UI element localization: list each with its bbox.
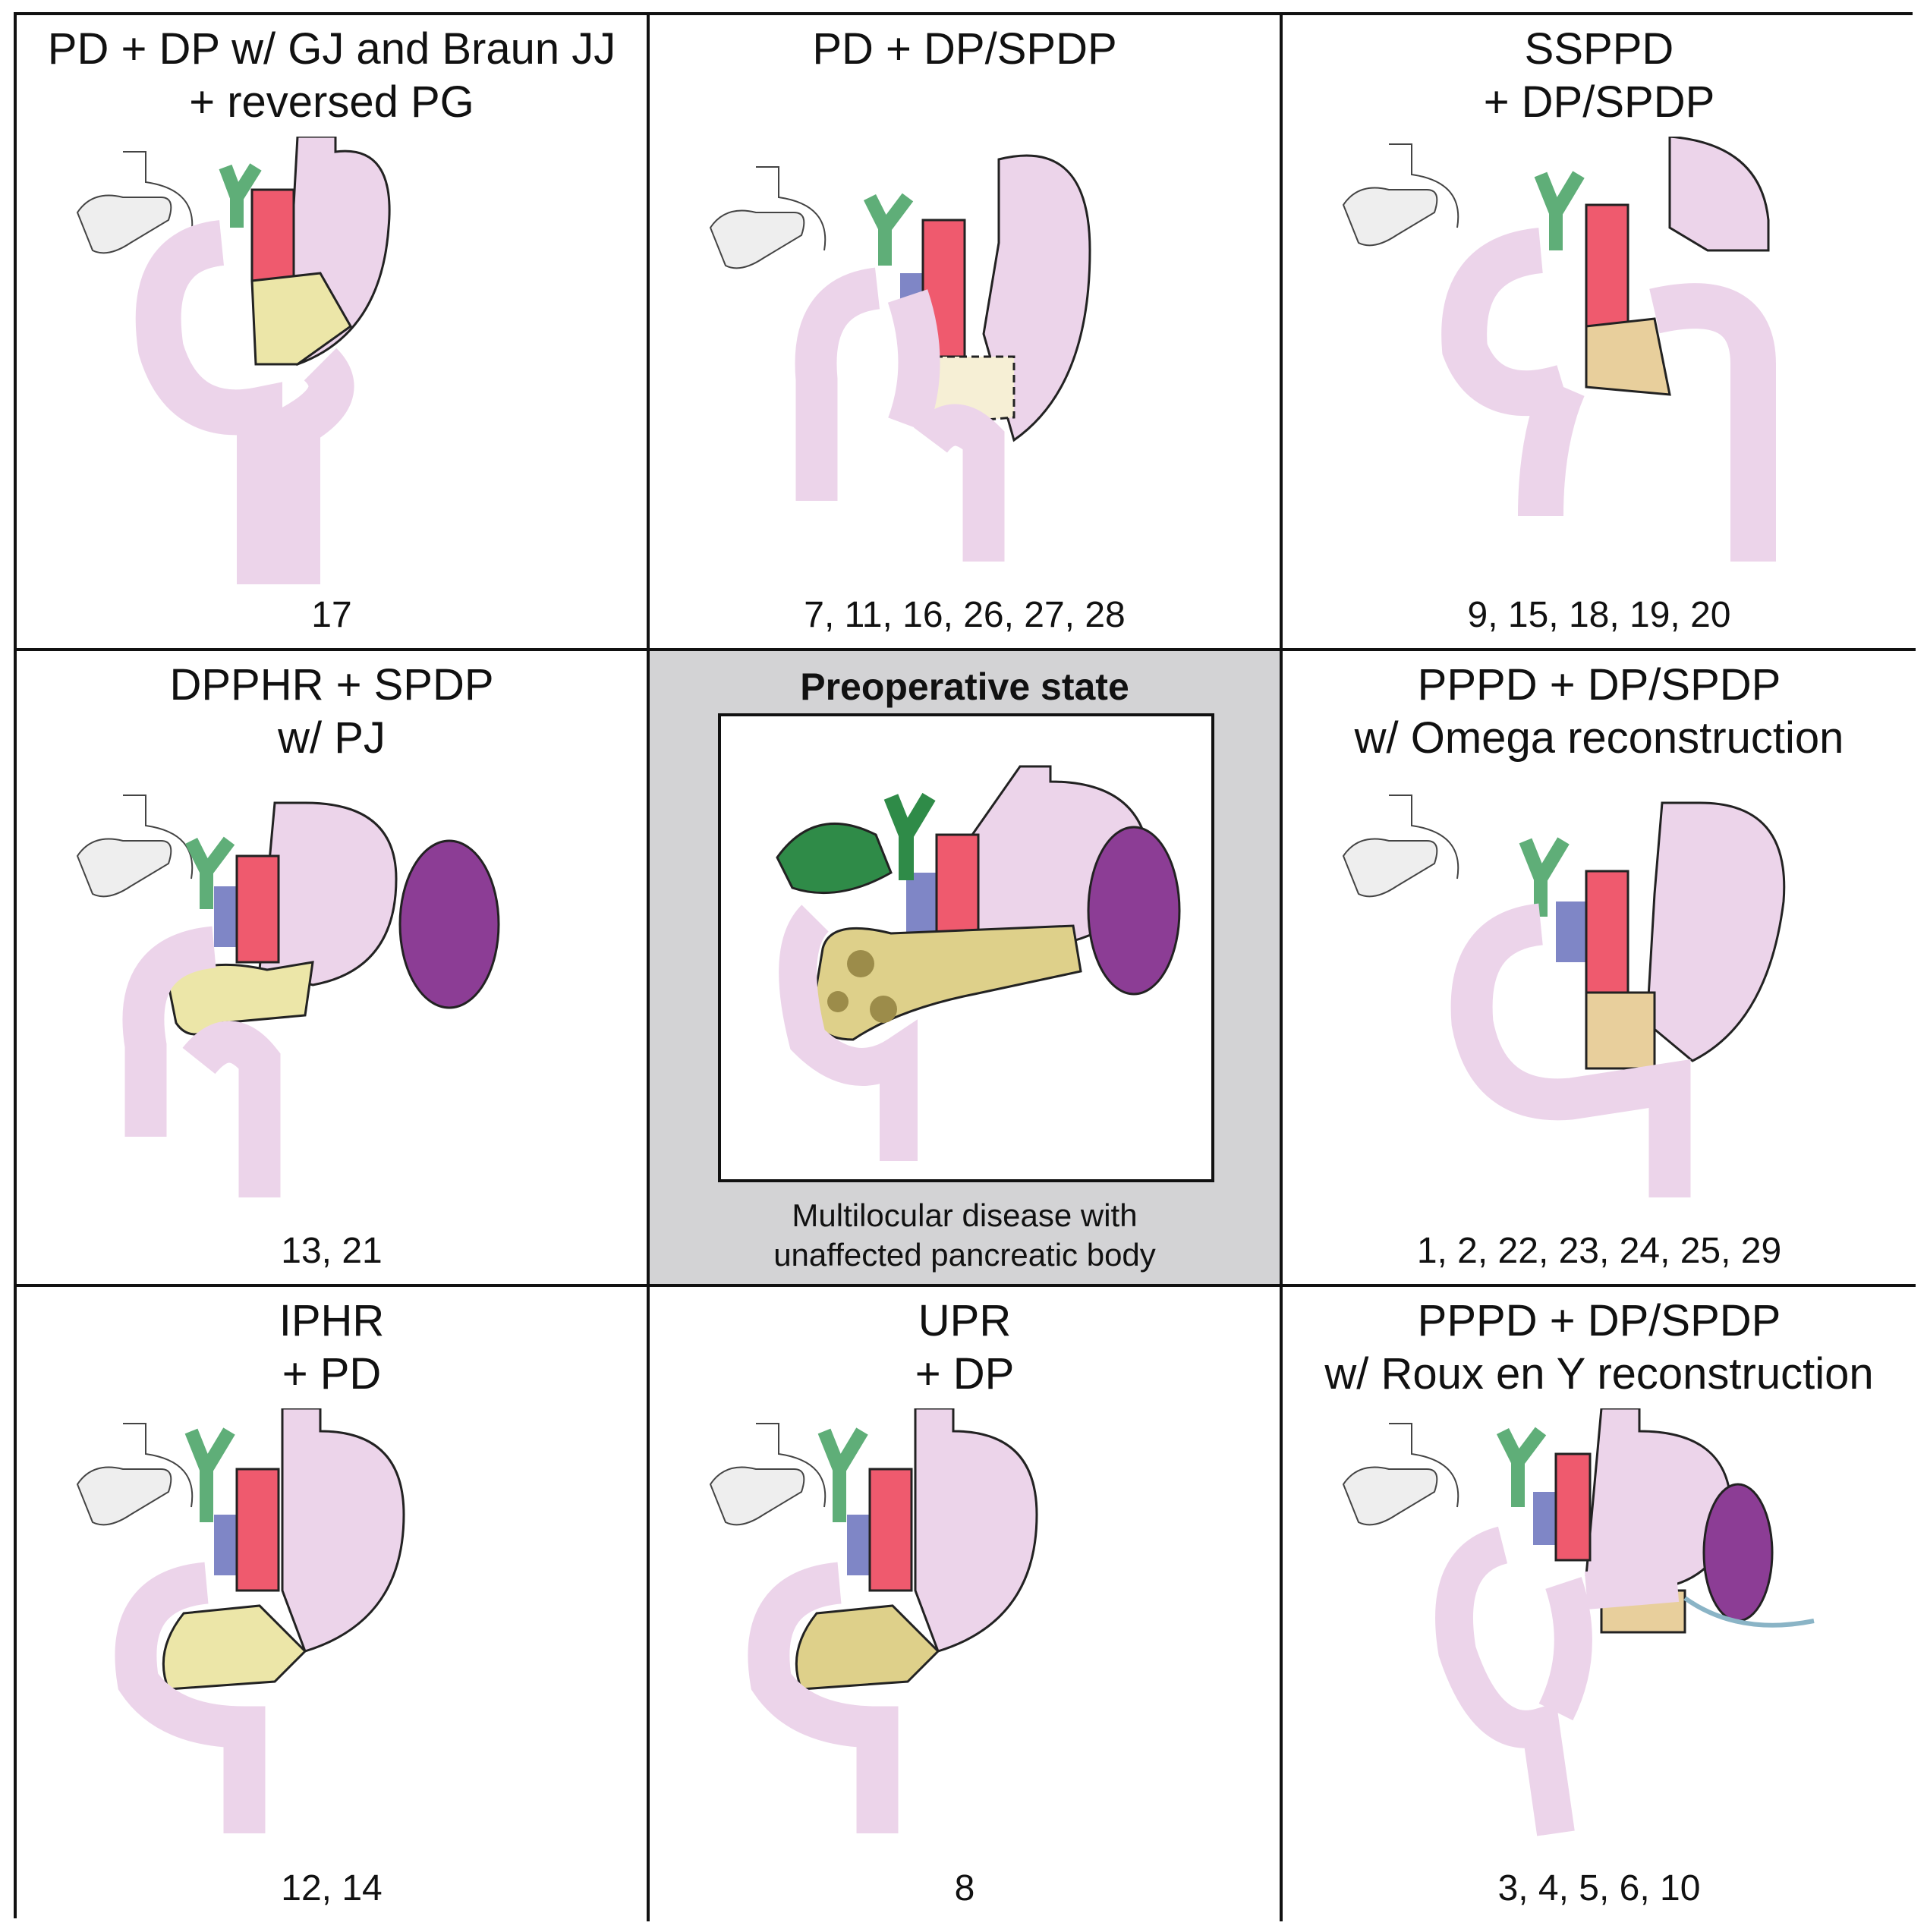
- lesion-shape: [827, 991, 849, 1012]
- anatomy-illustration: [76, 795, 500, 1197]
- aorta-shape: [1554, 1452, 1592, 1562]
- panel-preoperative-state: Preoperative state Multilocular disease …: [650, 651, 1283, 1287]
- anatomy-illustration: [1342, 795, 1786, 1197]
- panel-title: Preoperative state: [800, 666, 1129, 708]
- anatomy-illustration: [776, 765, 1181, 1161]
- anatomy-illustration: [76, 1408, 405, 1833]
- lesion-shape: [870, 996, 897, 1023]
- intestine-shape: [1450, 903, 1691, 1197]
- outline-pancreas-icon: [1342, 795, 1459, 898]
- pancreas-shape: [250, 272, 352, 366]
- bile-duct-shape: [219, 163, 262, 228]
- outline-pancreas-icon: [709, 166, 827, 269]
- panel-pd-dp-spdp: PD + DP/SPDP 7, 11, 16, 26, 27, 28: [650, 15, 1283, 651]
- vein-shape: [1556, 901, 1586, 962]
- panel-pppd-roux-en-y: PPPD + DP/SPDP w/ Roux en Y reconstructi…: [1283, 1287, 1916, 1921]
- outline-pancreas-icon: [709, 1423, 827, 1526]
- reference-numbers: 13, 21: [281, 1231, 383, 1271]
- bile-duct-shape: [1534, 171, 1585, 250]
- bile-duct-shape: [1519, 837, 1570, 917]
- aorta-shape: [1585, 870, 1629, 994]
- intestine-shape: [115, 1562, 266, 1833]
- aorta-shape: [250, 188, 295, 282]
- bile-duct-shape: [863, 193, 914, 266]
- bile-duct-shape: [883, 792, 936, 880]
- reference-numbers: 1, 2, 22, 23, 24, 25, 29: [1416, 1231, 1782, 1271]
- lesion-shape: [847, 950, 874, 977]
- procedure-grid: PD + DP w/ GJ and Braun JJ + reversed PG…: [14, 12, 1916, 1921]
- panel-title: PPPD + DP/SPDP w/ Omega reconstruction: [1354, 660, 1844, 763]
- spleen-shape: [1702, 1483, 1774, 1622]
- aorta-shape: [935, 833, 980, 942]
- panel-title: DPPHR + SPDP w/ PJ: [169, 660, 494, 763]
- preoperative-frame: [718, 713, 1214, 1182]
- spleen-shape: [398, 839, 500, 1009]
- anatomy-illustration: [1342, 137, 1776, 562]
- panel-title: PPPD + DP/SPDP w/ Roux en Y reconstructi…: [1324, 1296, 1874, 1399]
- aorta-shape: [868, 1468, 913, 1592]
- panel-title: SSPPD + DP/SPDP: [1483, 24, 1715, 127]
- vein-shape: [906, 873, 937, 933]
- stomach-shape: [1668, 137, 1770, 252]
- intestine-shape: [1441, 228, 1776, 562]
- reference-numbers: 17: [311, 595, 352, 635]
- stomach-shape: [1645, 801, 1786, 1062]
- panel-title: IPHR + PD: [279, 1296, 385, 1399]
- reference-numbers: 3, 4, 5, 6, 10: [1497, 1868, 1701, 1908]
- pancreas-shape: [813, 924, 1082, 1041]
- outline-pancreas-icon: [1342, 143, 1459, 247]
- panel-pppd-omega: PPPD + DP/SPDP w/ Omega reconstruction 1…: [1283, 651, 1916, 1287]
- anatomy-illustration: [709, 1408, 1038, 1833]
- aorta-shape: [235, 1468, 280, 1592]
- intestine-shape: [779, 905, 918, 1161]
- reference-numbers: 8: [954, 1868, 975, 1908]
- panel-upr-dp: UPR + DP 8: [650, 1287, 1283, 1921]
- stomach-shape: [258, 801, 398, 986]
- panel-title: PD + DP w/ GJ and Braun JJ + reversed PG: [47, 24, 616, 127]
- aorta-shape: [1585, 203, 1629, 328]
- intestine-shape: [122, 926, 281, 1197]
- panel-dpphr-spdp-pj: DPPHR + SPDP w/ PJ 13, 21: [17, 651, 650, 1287]
- outline-pancreas-icon: [76, 795, 194, 898]
- bile-duct-shape: [1496, 1427, 1547, 1507]
- gallbladder-shape: [776, 823, 893, 895]
- intestine-shape: [1435, 1526, 1680, 1836]
- pancreas-shape: [162, 1604, 307, 1691]
- pancreas-shape: [1585, 991, 1656, 1070]
- reference-numbers: 9, 15, 18, 19, 20: [1467, 595, 1731, 635]
- drain-tube: [1683, 1596, 1815, 1628]
- reference-numbers: 7, 11, 16, 26, 27, 28: [804, 595, 1126, 635]
- anatomy-illustration: [76, 137, 391, 584]
- aorta-shape: [235, 854, 280, 964]
- outline-pancreas-icon: [76, 151, 194, 254]
- anatomy-illustration: [709, 154, 1091, 562]
- reference-numbers: 12, 14: [281, 1868, 383, 1908]
- outline-pancreas-icon: [76, 1423, 194, 1526]
- panel-caption: Multilocular disease with unaffected pan…: [773, 1197, 1156, 1273]
- spleen-shape: [1087, 826, 1181, 996]
- panel-pd-dp-gj-braun: PD + DP w/ GJ and Braun JJ + reversed PG…: [17, 15, 650, 651]
- panel-sspd-dp-spdp: SSPPD + DP/SPDP 9, 15, 18, 19, 20: [1283, 15, 1916, 651]
- pancreas-shape: [795, 1604, 940, 1691]
- intestine-shape: [748, 1562, 899, 1833]
- intestine-shape: [795, 267, 1005, 562]
- stomach-shape: [914, 1408, 1038, 1653]
- intestine-shape: [135, 220, 354, 584]
- outline-pancreas-icon: [1342, 1423, 1459, 1526]
- anatomy-illustration: [1342, 1408, 1815, 1836]
- panel-iphr-pd: IPHR + PD 12, 14: [17, 1287, 650, 1921]
- stomach-shape: [281, 1408, 405, 1653]
- bile-duct-shape: [184, 836, 235, 909]
- pancreas-shape: [1585, 317, 1671, 396]
- bile-duct-shape: [817, 1427, 868, 1522]
- panel-title: UPR + DP: [915, 1296, 1015, 1399]
- panel-title: PD + DP/SPDP: [812, 24, 1117, 74]
- bile-duct-shape: [184, 1427, 235, 1522]
